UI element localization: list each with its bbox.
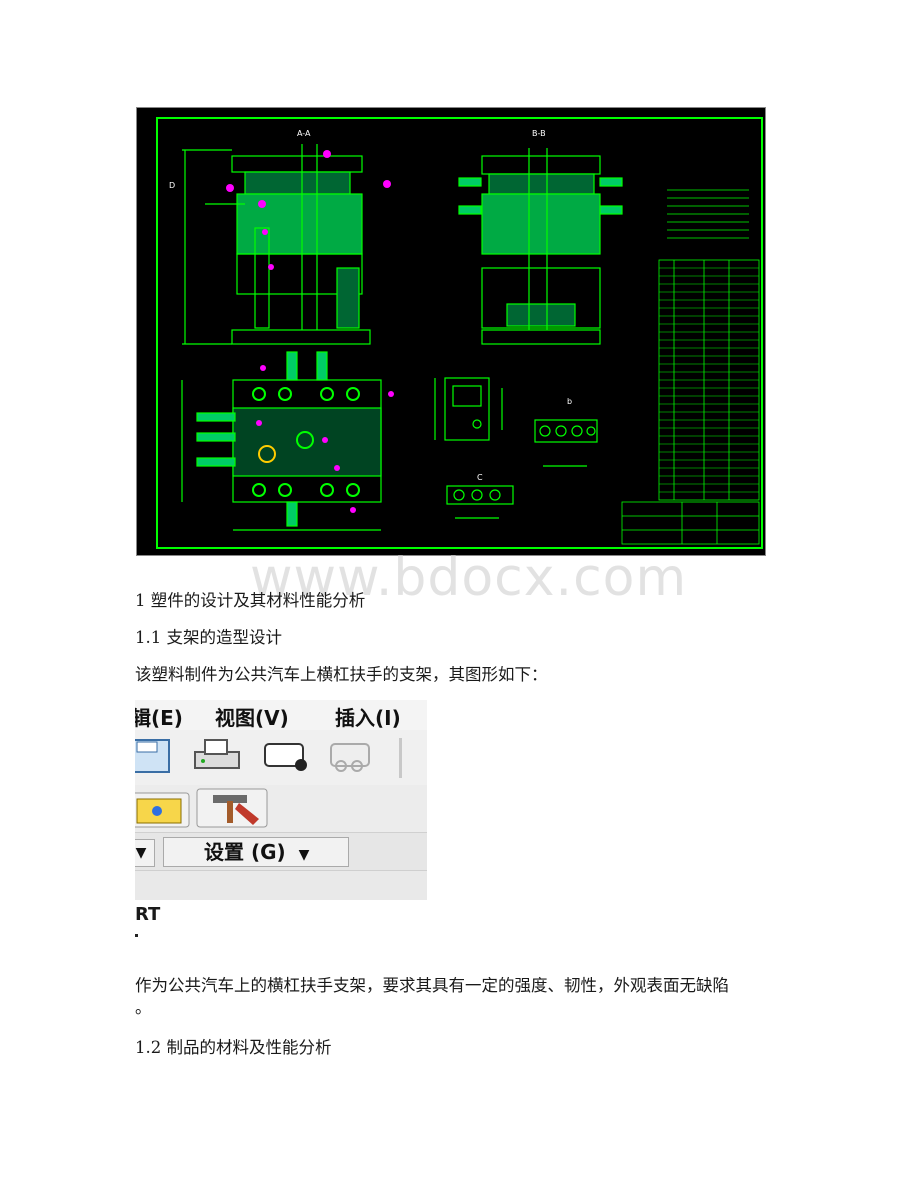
embedded-software-screenshot: 辑(E) 视图(V) 插入(I) xyxy=(135,700,427,900)
bullet-dot xyxy=(135,934,138,937)
cad-drawing-image: A-A B-B D b C xyxy=(136,107,766,556)
section-view-a-annotations xyxy=(226,150,391,270)
menu-bar: 辑(E) 视图(V) 插入(I) xyxy=(135,700,427,730)
watermark: www.bdocx.com xyxy=(250,548,688,608)
detail-view-part xyxy=(434,377,503,441)
paragraph-intro: 该塑料制件为公共汽车上横杠扶手的支架，其图形如下： xyxy=(135,665,548,684)
toolbar-separator xyxy=(399,738,402,778)
partial-label-rt: RT xyxy=(135,904,161,925)
menu-item-edit[interactable]: 辑(E) xyxy=(135,706,183,730)
heading-section-1: 1 塑件的设计及其材料性能分析 xyxy=(135,591,366,610)
technical-notes xyxy=(667,189,749,239)
build-tools-icon[interactable] xyxy=(196,788,268,828)
cad-drawing-svg: A-A B-B D b C xyxy=(156,117,763,549)
detail-view-b xyxy=(534,419,598,467)
section-view-b xyxy=(458,148,623,345)
publish-icon[interactable] xyxy=(330,743,370,772)
view-label-b: b xyxy=(567,397,572,406)
drawing-frame xyxy=(156,117,763,549)
plan-view xyxy=(181,351,382,531)
section-label-b: B-B xyxy=(532,129,546,138)
chevron-down-icon: ▼ xyxy=(298,847,310,863)
menu-item-view[interactable]: 视图(V) xyxy=(215,706,289,730)
toolbar-icons-row-1 xyxy=(135,738,402,778)
heading-section-1-2: 1.2 制品的材料及性能分析 xyxy=(135,1038,332,1057)
title-block xyxy=(621,501,760,545)
status-bar xyxy=(135,870,427,900)
toolbar-row-1 xyxy=(135,730,427,785)
detail-view-c xyxy=(446,485,514,519)
paragraph-requirements-line2: 。 xyxy=(135,998,152,1017)
section-label-a: A-A xyxy=(297,129,311,138)
dimension-label-d: D xyxy=(169,181,175,190)
settings-bar: ▼ 设置 (G) ▼ xyxy=(135,832,427,871)
view-label-c: C xyxy=(477,473,483,482)
heading-section-1-1: 1.1 支架的造型设计 xyxy=(135,628,282,647)
open-folder-icon[interactable] xyxy=(135,792,190,828)
plan-view-holes xyxy=(252,387,360,497)
plan-view-annotations xyxy=(256,365,394,513)
print-icon[interactable] xyxy=(194,739,240,769)
section-view-a xyxy=(182,144,371,345)
save-icon[interactable] xyxy=(135,739,170,773)
menu-item-insert[interactable]: 插入(I) xyxy=(335,706,401,730)
parts-table-rows xyxy=(659,267,759,493)
settings-button-label: 设置 (G) xyxy=(204,840,286,864)
toolbar-icons-row-2 xyxy=(135,788,268,828)
paragraph-requirements-line1: 作为公共汽车上的横杠扶手支架，要求其具有一定的强度、韧性，外观表面无缺陷 xyxy=(135,976,729,995)
settings-button[interactable]: 设置 (G) ▼ xyxy=(163,837,349,867)
toolbar-row-2 xyxy=(135,785,427,832)
print-preview-icon[interactable] xyxy=(264,743,307,771)
dropdown-arrow-button[interactable]: ▼ xyxy=(135,839,155,867)
